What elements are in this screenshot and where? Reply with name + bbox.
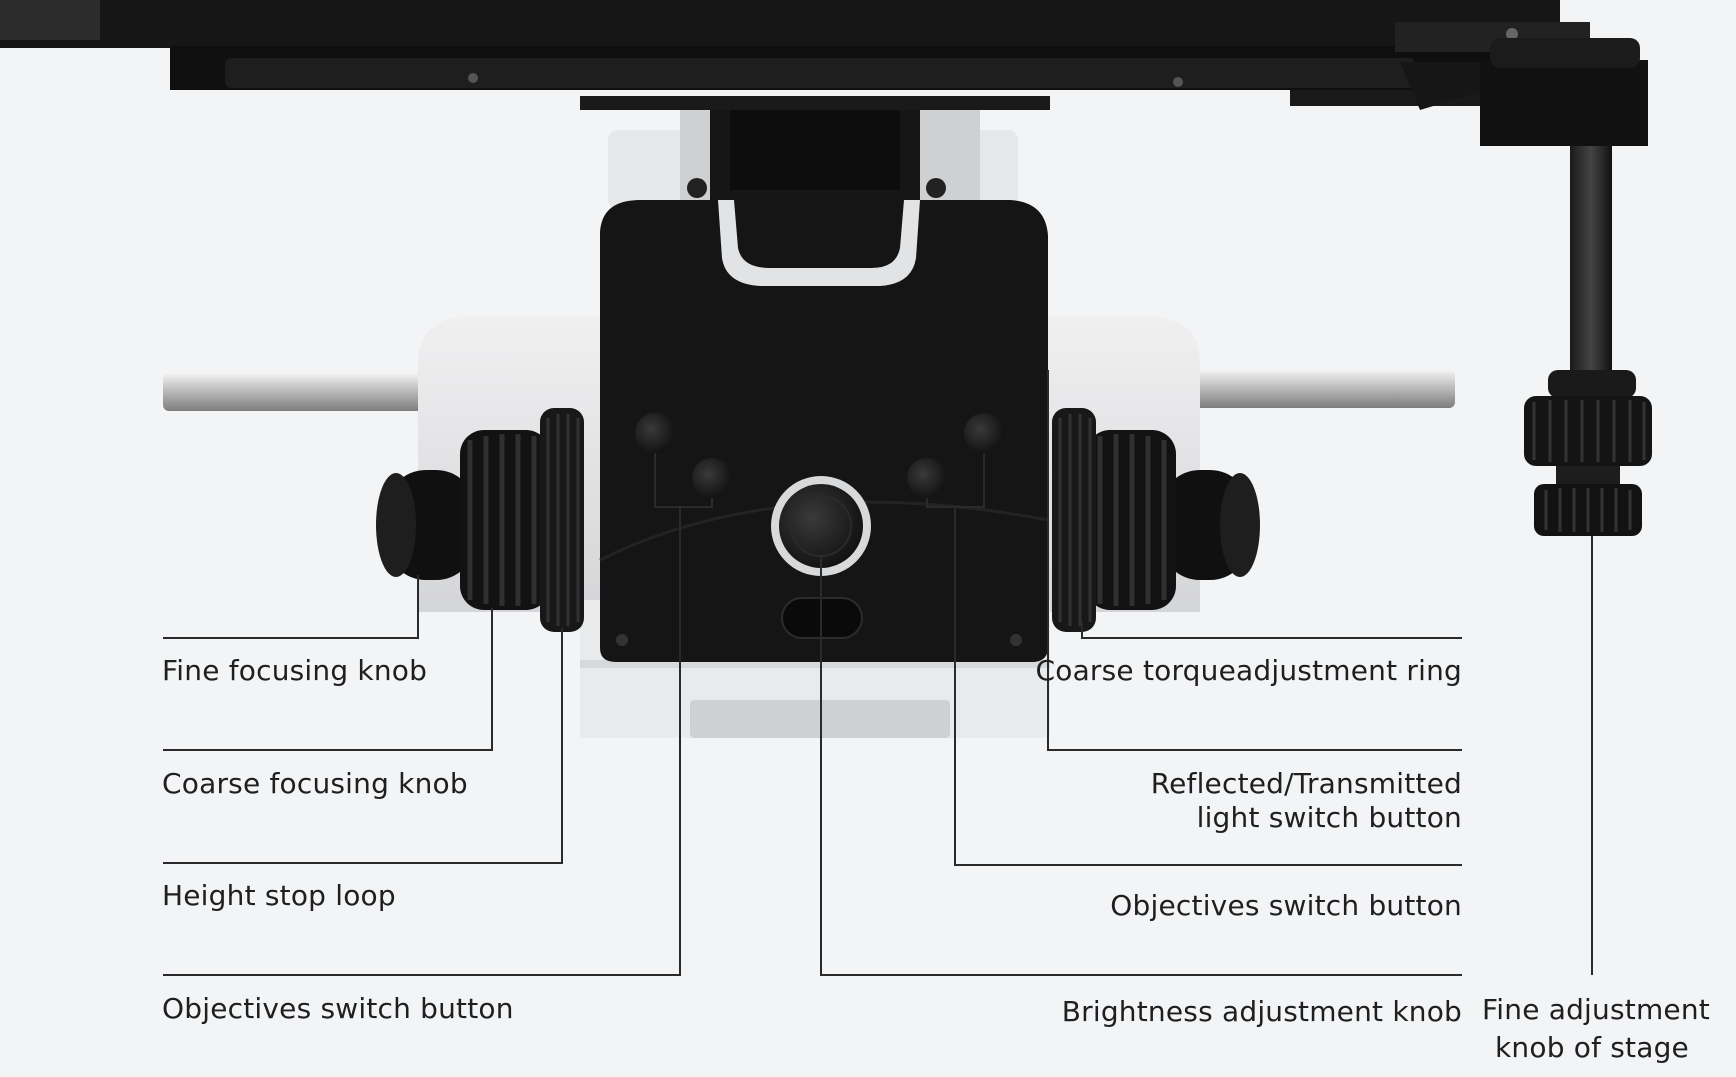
right-rod xyxy=(1190,370,1455,408)
label-reflected-transmitted: Reflected/Transmitted light switch butto… xyxy=(1151,767,1462,835)
label-coarse-focusing-knob: Coarse focusing knob xyxy=(162,767,468,800)
right-focus-knobs xyxy=(1052,408,1260,632)
leader-fine-focusing xyxy=(163,575,419,639)
objective-button-left xyxy=(692,458,732,498)
label-stage-line1: Fine adjustment xyxy=(1482,993,1710,1026)
label-objectives-switch-right: Objectives switch button xyxy=(1110,889,1462,922)
body-buttons xyxy=(635,413,1004,498)
label-reflected-line2: light switch button xyxy=(1196,801,1462,834)
label-brightness-knob: Brightness adjustment knob xyxy=(1061,995,1462,1028)
leader-brightness xyxy=(820,556,1462,976)
left-rod xyxy=(163,373,423,411)
leader-reflected xyxy=(1047,370,1462,751)
leader-objectives-left xyxy=(654,453,713,508)
label-height-stop-loop: Height stop loop xyxy=(162,879,396,912)
label-coarse-torque-ring: Coarse torqueadjustment ring xyxy=(1035,654,1462,687)
label-fine-adjust-stage: Fine adjustment knob of stage xyxy=(1482,993,1710,1065)
reflected-button-left xyxy=(635,413,675,453)
label-stage-line2: knob of stage xyxy=(1495,1031,1689,1064)
leader-coarse-focusing xyxy=(163,608,493,751)
objective-button-right xyxy=(907,458,947,498)
brightness-knob xyxy=(771,476,871,576)
reflected-button-right xyxy=(964,413,1004,453)
main-body xyxy=(599,200,1049,662)
leader-objectives-left-drop xyxy=(163,507,681,976)
leader-objectives-right-drop xyxy=(954,507,1462,866)
label-reflected-line1: Reflected/Transmitted xyxy=(1150,767,1462,800)
stage-plate xyxy=(0,0,1648,146)
stage-fine-adjust-knob xyxy=(1524,146,1652,536)
label-objectives-switch-left: Objectives switch button xyxy=(162,992,514,1025)
label-fine-focusing-knob: Fine focusing knob xyxy=(162,654,428,687)
left-focus-knobs xyxy=(376,408,584,632)
leader-lines xyxy=(163,370,1593,976)
leader-coarse-torque xyxy=(1081,622,1462,639)
leader-height-stop xyxy=(163,628,563,864)
